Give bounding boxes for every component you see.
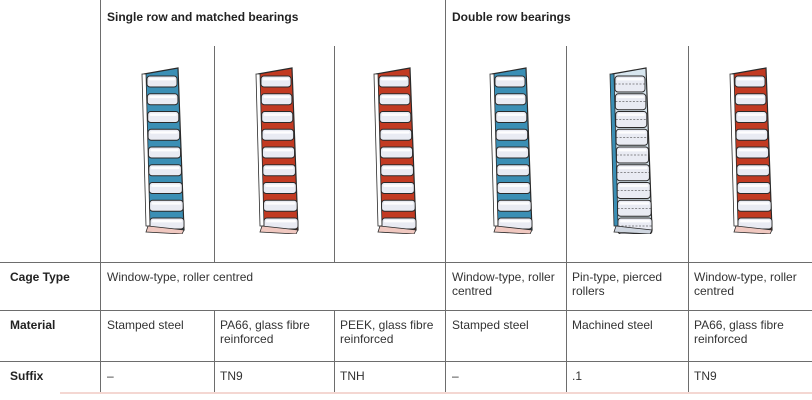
row-label-suffix: Suffix xyxy=(10,369,44,383)
column-divider-4-5 xyxy=(566,46,567,394)
bottom-accent-band xyxy=(60,392,812,394)
cage-lip xyxy=(145,225,185,234)
material-cell: Stamped steel xyxy=(107,318,184,332)
roller xyxy=(614,93,647,111)
roller xyxy=(148,182,183,194)
roller xyxy=(615,128,649,146)
roller xyxy=(736,164,770,177)
cage-lip xyxy=(259,225,299,234)
roller xyxy=(261,111,294,123)
material-cell: PEEK, glass fibre reinforced xyxy=(340,318,434,346)
suffix-cell: TN9 xyxy=(694,369,717,383)
column-divider-2-3-bottom xyxy=(334,310,335,394)
bearing-illustration-pin-type xyxy=(609,67,653,234)
material-cell: PA66, glass fibre reinforced xyxy=(694,318,784,346)
roller xyxy=(262,146,295,159)
suffix-cell: TN9 xyxy=(220,369,243,383)
roller xyxy=(262,164,296,177)
cage-lip xyxy=(613,225,653,234)
cage-type-cell: Window-type, roller centred xyxy=(694,270,797,298)
roller xyxy=(147,128,181,141)
roller xyxy=(260,93,293,106)
row-label-material: Material xyxy=(10,318,56,332)
column-divider-1-2-bottom xyxy=(214,310,215,394)
row-divider-suffix xyxy=(0,361,812,362)
roller xyxy=(735,128,769,141)
roller xyxy=(146,93,179,106)
row-divider-cage xyxy=(0,262,812,263)
roller xyxy=(379,128,413,141)
roller xyxy=(497,217,533,230)
suffix-cell: – xyxy=(452,369,459,383)
group-title-double-row: Double row bearings xyxy=(452,10,571,24)
bearing-illustration-double-stamped-steel xyxy=(489,67,533,234)
roller xyxy=(148,164,182,177)
roller xyxy=(495,111,528,123)
bearing-illustration-double-pa66 xyxy=(729,67,773,234)
column-divider-2-3-top xyxy=(334,46,335,262)
cage-type-cell: Window-type, roller centred xyxy=(107,270,254,284)
roller xyxy=(378,93,411,106)
cage-type-cell: Pin-type, pierced rollers xyxy=(572,270,663,298)
bearing-illustration-peek xyxy=(373,67,417,234)
group-title-single-row: Single row and matched bearings xyxy=(107,10,299,24)
roller xyxy=(616,164,650,182)
roller xyxy=(494,75,526,88)
roller xyxy=(378,75,410,88)
material-cell: PA66, glass fibre reinforced xyxy=(220,318,310,346)
roller xyxy=(381,199,416,212)
roller xyxy=(735,111,768,123)
roller xyxy=(380,164,414,177)
roller xyxy=(496,182,531,194)
roller xyxy=(496,164,530,177)
suffix-cell: TNH xyxy=(340,369,365,383)
bearing-illustration-stamped-steel xyxy=(141,67,185,234)
suffix-cell: .1 xyxy=(572,369,583,383)
cage-lip xyxy=(733,225,773,234)
roller xyxy=(147,111,180,123)
column-divider-1-2-top xyxy=(214,46,215,262)
roller xyxy=(148,146,181,159)
roller xyxy=(260,75,292,88)
roller xyxy=(734,93,767,106)
roller xyxy=(617,199,652,217)
roller xyxy=(261,128,295,141)
material-cell: Machined steel xyxy=(572,318,653,332)
cage-lip xyxy=(377,225,417,234)
row-divider-material xyxy=(0,310,812,311)
cage-lip xyxy=(493,225,533,234)
row-label-cage-type: Cage Type xyxy=(10,270,70,284)
column-divider-groups xyxy=(445,0,446,394)
roller xyxy=(737,199,772,212)
roller xyxy=(616,182,651,199)
roller xyxy=(614,75,646,93)
column-divider-5-6 xyxy=(688,46,689,394)
material-cell: Stamped steel xyxy=(452,318,529,332)
roller xyxy=(495,128,529,141)
roller xyxy=(262,182,297,194)
roller xyxy=(149,217,185,230)
roller xyxy=(497,199,532,212)
column-divider-main xyxy=(100,0,101,394)
cage-type-cell: Window-type, roller centred xyxy=(452,270,555,298)
suffix-cell: – xyxy=(107,369,114,383)
roller xyxy=(496,146,529,159)
bearing-illustration-pa66 xyxy=(255,67,299,234)
roller xyxy=(736,182,771,194)
roller xyxy=(379,111,412,123)
roller xyxy=(380,182,415,194)
roller xyxy=(616,146,649,164)
roller xyxy=(736,146,769,159)
roller xyxy=(494,93,527,106)
roller xyxy=(149,199,184,212)
roller xyxy=(734,75,766,88)
roller xyxy=(146,75,178,88)
roller xyxy=(263,217,299,230)
roller xyxy=(263,199,298,212)
roller xyxy=(615,111,648,128)
roller xyxy=(380,146,413,159)
